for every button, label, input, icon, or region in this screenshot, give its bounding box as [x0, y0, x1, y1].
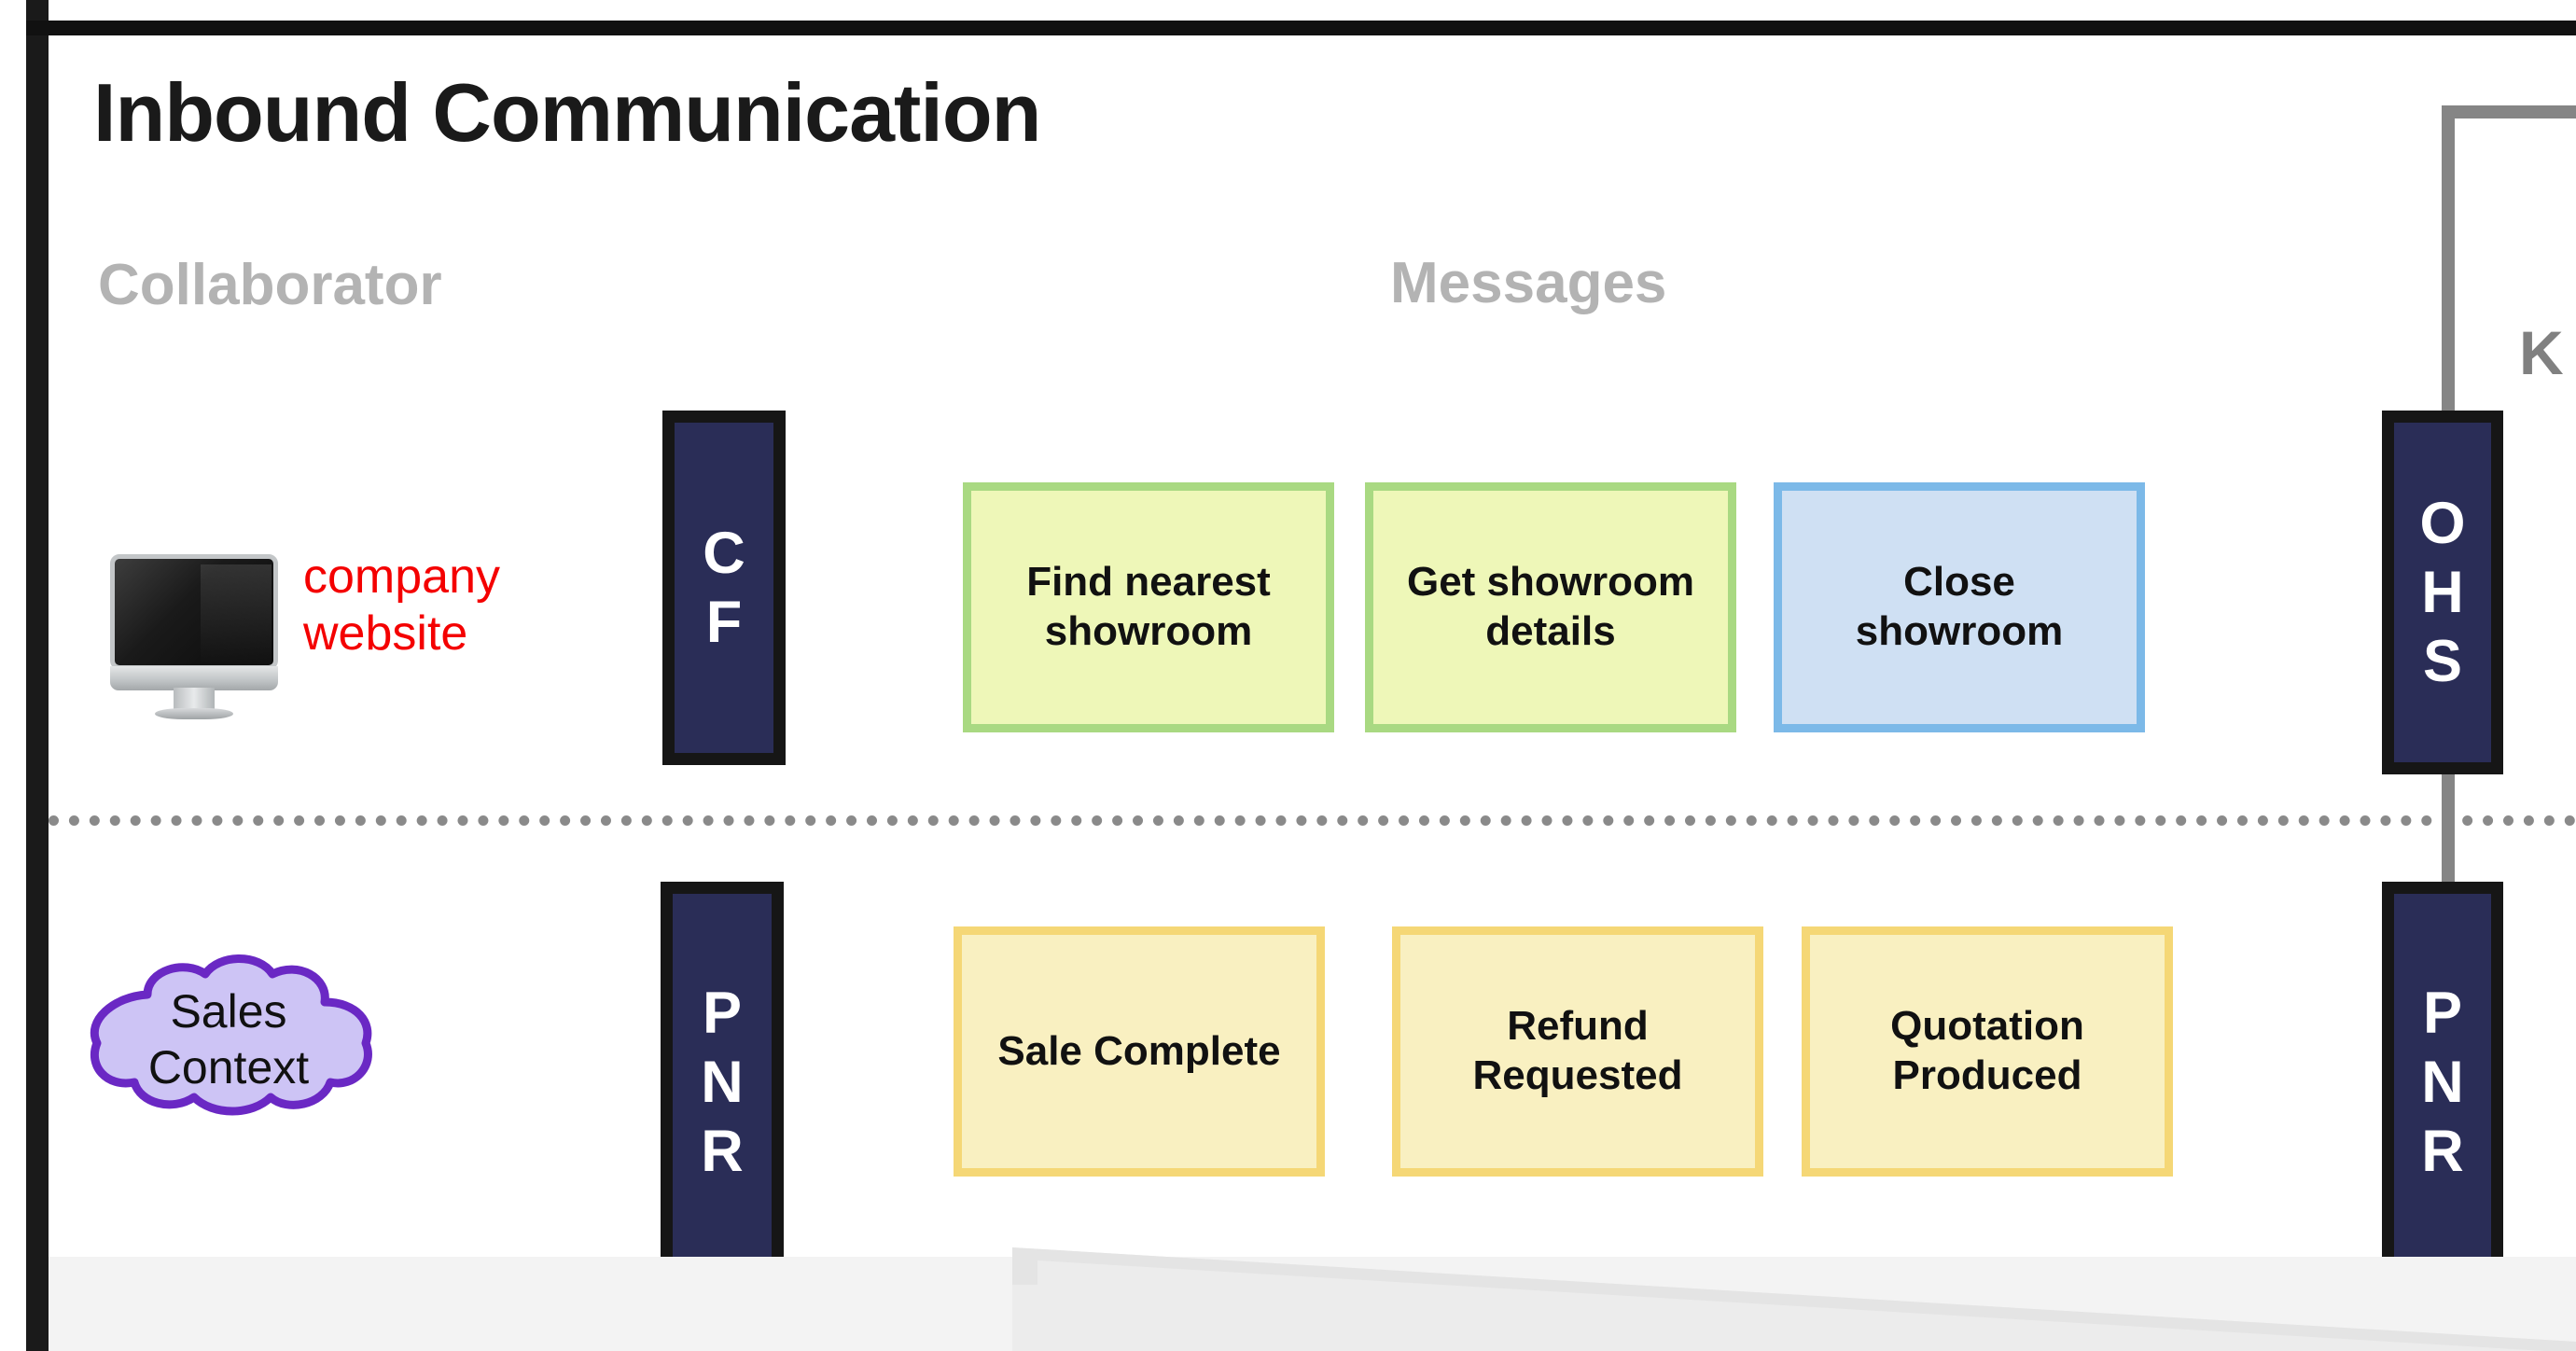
message-get-showroom-details[interactable]: Get showroom details	[1365, 482, 1736, 732]
column-header-messages: Messages	[1390, 251, 1667, 315]
column-header-collaborator: Collaborator	[98, 253, 442, 317]
connector-label-k: K	[2519, 318, 2564, 387]
badge-pnr-right[interactable]: P N R	[2382, 882, 2503, 1283]
badge-cf[interactable]: C F	[662, 411, 786, 765]
monitor-glare	[201, 564, 272, 667]
badge-pnr-left-letter-1: P	[702, 980, 743, 1046]
badge-pnr-left-letter-3: R	[701, 1119, 744, 1185]
collaborator-label-website: company website	[303, 549, 583, 663]
lane-divider-middle	[49, 815, 2576, 826]
message-find-nearest-showroom[interactable]: Find nearest showroom	[963, 482, 1334, 732]
message-close-showroom[interactable]: Close showroom	[1774, 482, 2145, 732]
badge-ohs[interactable]: O H S	[2382, 411, 2503, 774]
badge-pnr-right-letter-2: N	[2421, 1049, 2464, 1115]
top-frame-border	[26, 21, 2576, 35]
badge-ohs-letter-1: O	[2419, 490, 2466, 556]
badge-pnr-right-letter-1: P	[2422, 980, 2463, 1046]
monitor-neck	[174, 688, 215, 712]
connector-line-horizontal	[2442, 105, 2576, 118]
monitor-screen	[110, 554, 278, 670]
message-sale-complete[interactable]: Sale Complete	[954, 926, 1325, 1177]
cloud-label: Sales Context	[75, 983, 383, 1095]
collaborator-label-line2: website	[303, 606, 468, 662]
badge-pnr-right-letter-3: R	[2421, 1119, 2464, 1185]
badge-ohs-letter-3: S	[2422, 629, 2463, 695]
collaborator-label-line1: company	[303, 550, 500, 604]
badge-ohs-letter-2: H	[2421, 559, 2464, 625]
cloud-icon: Sales Context	[75, 952, 383, 1116]
badge-pnr-left[interactable]: P N R	[661, 882, 784, 1283]
message-quotation-produced[interactable]: Quotation Produced	[1802, 926, 2173, 1177]
monitor-icon	[110, 554, 278, 719]
monitor-foot	[155, 708, 233, 719]
monitor-base	[110, 666, 278, 690]
cloud-label-line1: Sales	[170, 985, 287, 1038]
badge-cf-letter-1: C	[703, 520, 745, 586]
background-watermark	[49, 1247, 2576, 1351]
badge-cf-letter-2: F	[705, 590, 743, 655]
page-title: Inbound Communication	[93, 66, 1041, 159]
left-frame-border	[26, 0, 49, 1351]
message-refund-requested[interactable]: Refund Requested	[1392, 926, 1763, 1177]
badge-pnr-left-letter-2: N	[701, 1049, 744, 1115]
cloud-label-line2: Context	[147, 1041, 310, 1093]
